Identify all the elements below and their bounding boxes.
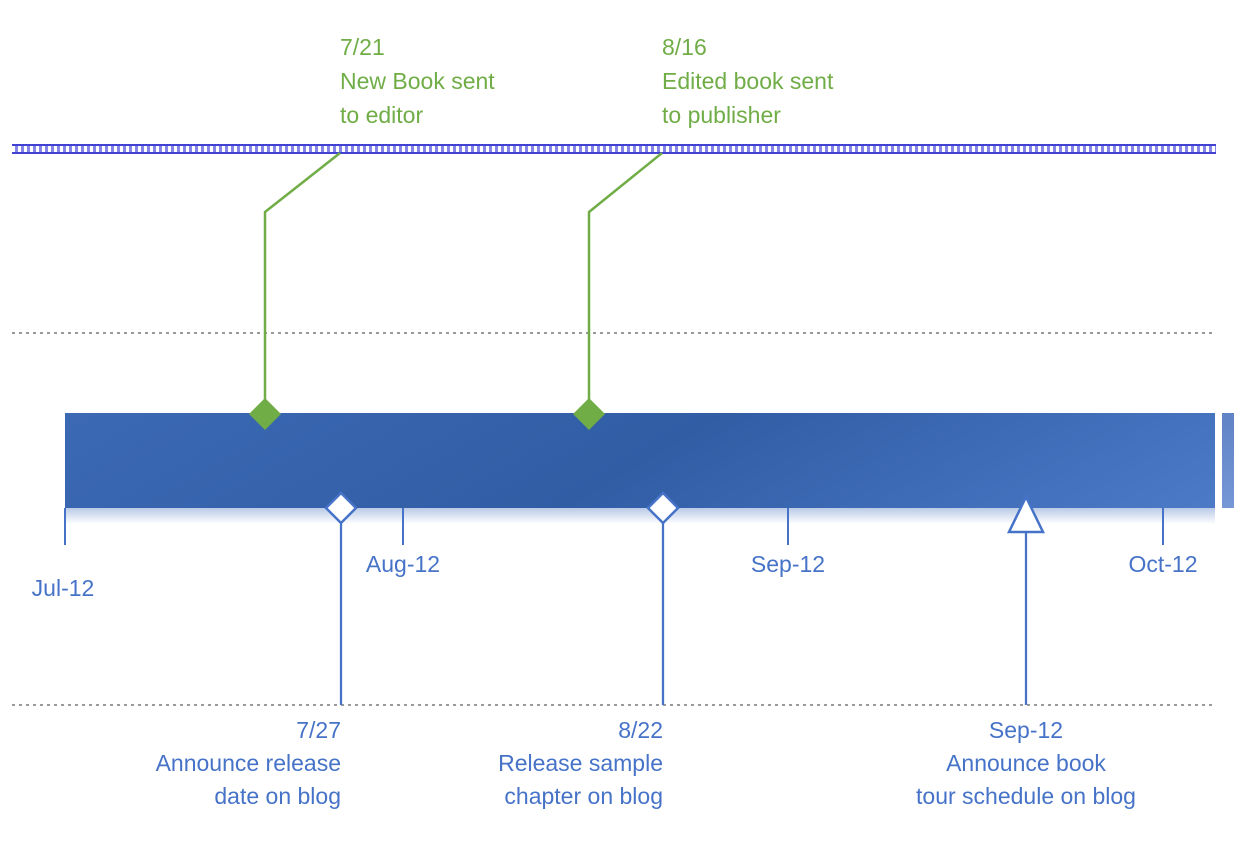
axis-month-label: Jul-12: [31, 575, 95, 601]
milestone-text-line: Announce release: [155, 750, 341, 776]
milestone-text-line: New Book sent: [340, 68, 495, 94]
milestone-date: Sep-12: [988, 717, 1064, 743]
axis-month-label: Sep-12: [750, 551, 826, 577]
axis-month-label: Oct-12: [1128, 551, 1198, 577]
dotted-gridline-lower: [12, 704, 1216, 706]
milestone-text-line: Announce book: [946, 750, 1106, 776]
milestone-text-line: tour schedule on blog: [916, 783, 1136, 809]
milestone-date: 8/22: [618, 717, 663, 743]
axis-month-label: Aug-12: [365, 551, 441, 577]
dashed-divider-line: [12, 144, 1216, 154]
green-connector-line: [587, 152, 663, 403]
green-connector-line: [263, 152, 341, 403]
milestone-text-line: Edited book sent: [662, 68, 834, 94]
milestone-date: 7/27: [296, 717, 341, 743]
milestone-date: 8/16: [662, 34, 707, 60]
milestone-text-line: to publisher: [662, 102, 781, 128]
milestone-text-line: Release sample: [498, 750, 663, 776]
milestone-text-line: date on blog: [214, 783, 341, 809]
milestone-text-line: to editor: [340, 102, 424, 128]
dashed-divider-pattern: [12, 146, 1216, 152]
timeline-bar-next-segment: [1222, 413, 1234, 508]
dotted-gridline-upper: [12, 332, 1216, 334]
milestone-text-line: chapter on blog: [504, 783, 663, 809]
timeline-bar-shadow: [65, 508, 1215, 524]
milestone-date: 7/21: [340, 34, 385, 60]
timeline-bar: [65, 413, 1215, 508]
